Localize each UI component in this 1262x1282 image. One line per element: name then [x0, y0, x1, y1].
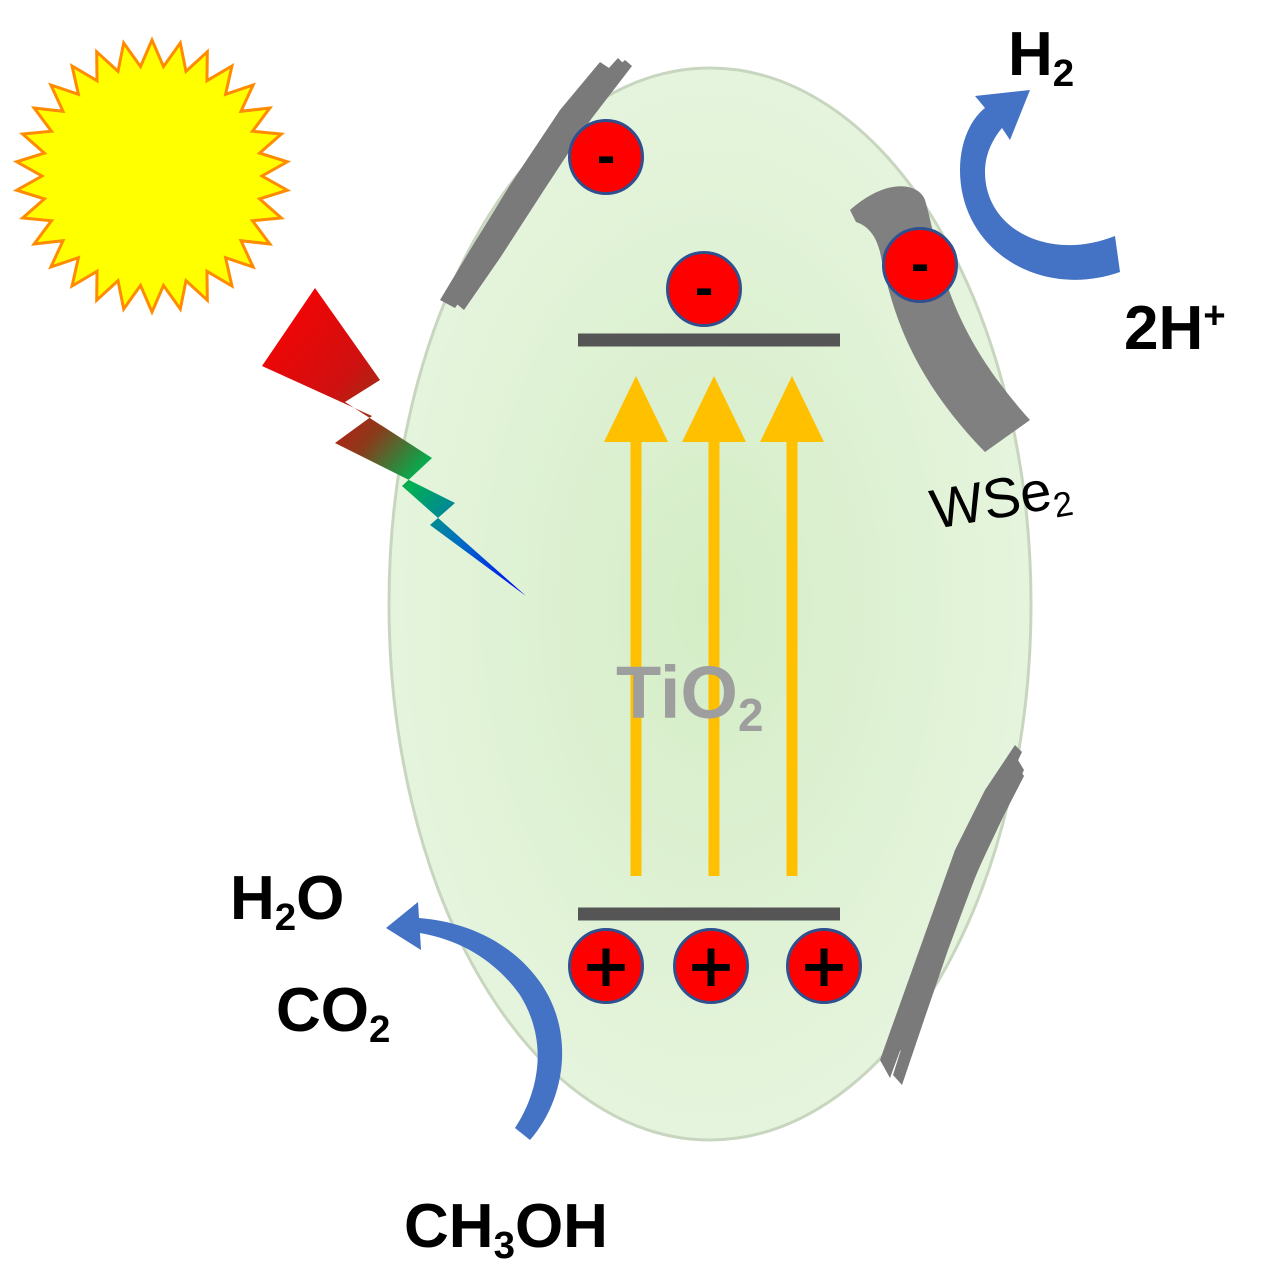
co2-label: CO2 — [276, 976, 391, 1051]
proton-label: 2H+ — [1124, 293, 1226, 363]
wse2-sheet-upper-left — [440, 58, 632, 310]
hole-3: + — [786, 928, 862, 1004]
electron-1: - — [568, 119, 644, 195]
h2o-label: H2O — [230, 864, 345, 939]
h2-label: H2 — [1008, 20, 1075, 95]
excitation-arrow-3-head — [760, 376, 824, 442]
hole-1: + — [568, 928, 644, 1004]
light-bolt-icon — [262, 288, 526, 596]
excitation-arrow-1-head — [604, 376, 668, 442]
sun-icon — [12, 36, 292, 316]
excitation-arrows — [604, 376, 824, 876]
excitation-arrow-2-head — [682, 376, 746, 442]
wse2-sheet-lower-right — [880, 745, 1024, 1085]
h2-evolution-arrow — [960, 90, 1120, 280]
electron-3: - — [882, 227, 958, 303]
methanol-oxidation-arrow — [386, 902, 563, 1140]
electron-2: - — [666, 251, 742, 327]
tio2-label: TiO2 — [616, 651, 764, 741]
hole-2: + — [673, 928, 749, 1004]
methanol-label: CH3OH — [404, 1192, 608, 1267]
